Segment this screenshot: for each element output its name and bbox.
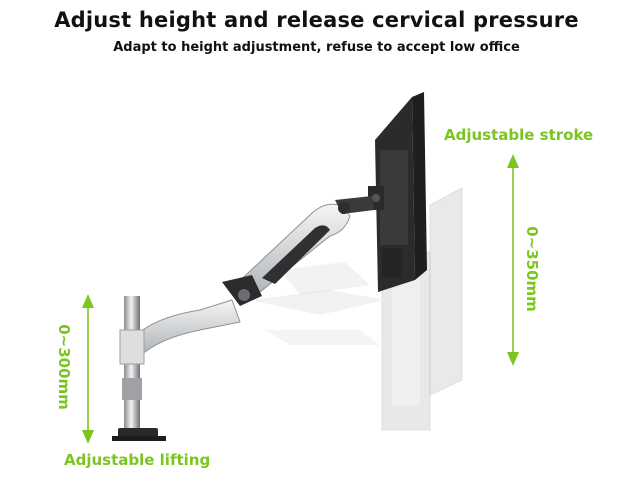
stroke-arrow-icon	[507, 154, 519, 366]
adjustable-lifting-label: Adjustable lifting	[64, 451, 211, 469]
elbow-joint	[222, 275, 262, 306]
subheadline: Adapt to height adjustment, refuse to ac…	[113, 40, 520, 55]
desk-pole	[112, 296, 166, 441]
forearm	[131, 299, 241, 357]
lifting-arrow-icon	[82, 294, 94, 444]
lifting-range-label: 0~300mm	[55, 324, 73, 410]
ghost-monitor-upper	[280, 187, 463, 396]
adjustable-stroke-label: Adjustable stroke	[444, 126, 594, 144]
upper-arm	[231, 196, 374, 301]
headline: Adjust height and release cervical press…	[54, 8, 579, 32]
monitor	[375, 92, 427, 292]
stroke-range-label: 0~350mm	[523, 226, 541, 312]
